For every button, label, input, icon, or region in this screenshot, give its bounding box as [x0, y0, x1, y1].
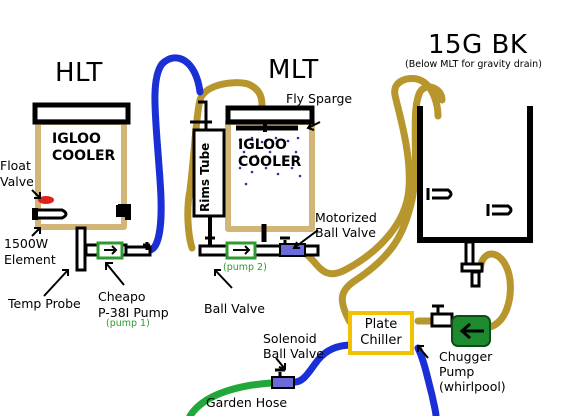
hlt-lid: [32, 102, 131, 125]
plate-chiller-box: [348, 311, 414, 355]
float-valve-icon: [38, 196, 54, 204]
cheapo-pump-label: Cheapo P-38I Pump: [98, 289, 169, 320]
hlt-title: HLT: [55, 58, 103, 88]
motorized-valve-icon: [279, 243, 306, 257]
hlt-return-tube: [118, 204, 131, 214]
solenoid-to-chiller-pipe: [291, 341, 356, 386]
temp-probe-label: Temp Probe: [8, 296, 81, 311]
mlt-title: MLT: [268, 55, 319, 85]
bk-vessel-wall: [417, 106, 533, 243]
bk-drain-pipe: [476, 250, 514, 331]
bk-outlet-assembly: [460, 240, 484, 288]
element-label: 1500W Element: [4, 236, 56, 267]
garden-hose-pipe: [186, 379, 276, 416]
plate-chiller-label: Plate Chiller: [360, 317, 402, 348]
mlt-lid: [225, 105, 315, 125]
heating-element-icon: [38, 208, 68, 220]
solenoid-valve-icon: [271, 376, 295, 389]
rims-return-pipe: [184, 79, 266, 252]
chiller-outlet-pipe: [414, 344, 440, 416]
hlt-to-rims-pipe: [146, 54, 204, 254]
chiller-to-bk-pipe: [338, 83, 446, 326]
hlt-cooler-label: IGLOO COOLER: [52, 131, 116, 164]
pump2-label: (pump 2): [223, 262, 267, 273]
ball-valve-label: Ball Valve: [204, 301, 265, 316]
float-valve-label: Float Valve: [0, 158, 34, 189]
garden-hose-label: Garden Hose: [206, 395, 288, 410]
callout-arrows: [31, 121, 429, 371]
chugger-pump-label: Chugger Pump (whirlpool): [439, 349, 506, 394]
bk-subtitle: (Below MLT for gravity drain): [405, 59, 542, 70]
fly-sparge-label: Fly Sparge: [286, 91, 353, 106]
sparge-droplets: [238, 136, 302, 186]
pump1-label: (pump 1): [106, 318, 150, 329]
motorized-valve-label: Motorized Ball Valve: [315, 210, 377, 240]
cold-water-pipes: [146, 54, 440, 416]
mlt-cooler-label: IGLOO COOLER: [238, 137, 302, 170]
bk-title: 15G BK: [428, 30, 528, 60]
rims-tube-label: Rims Tube: [198, 142, 212, 212]
bk-fill-pipe: [301, 75, 442, 278]
solenoid-valve-label: Solenoid Ball Valve: [263, 331, 324, 361]
